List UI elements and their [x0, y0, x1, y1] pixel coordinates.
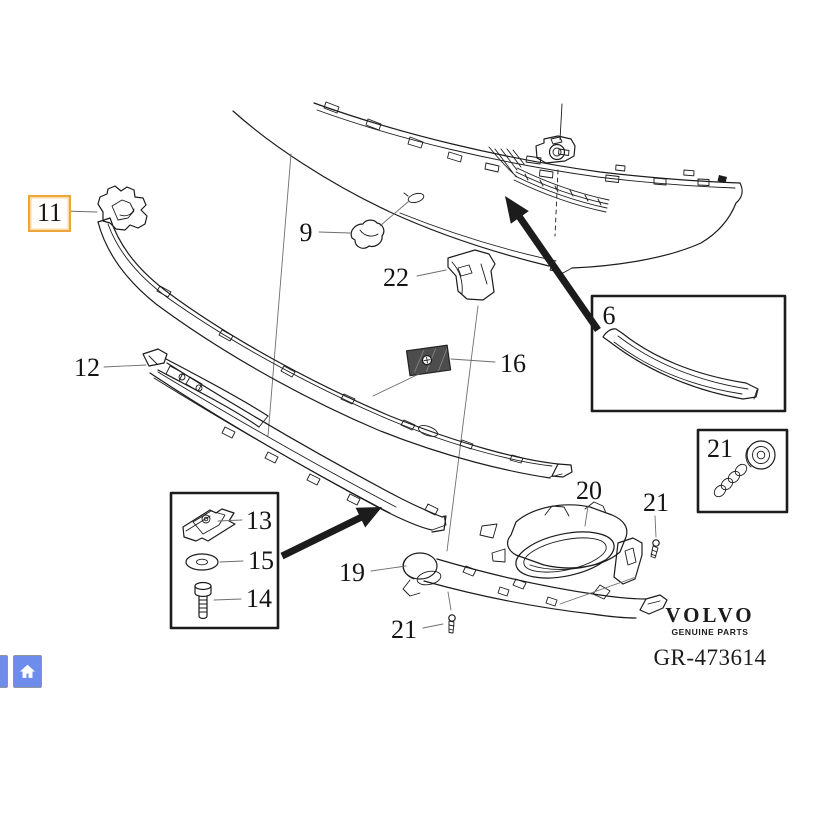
callout-14[interactable]: 14 — [246, 584, 272, 613]
callout-15[interactable]: 15 — [248, 546, 274, 575]
part-9-cap-drawing[interactable] — [318, 200, 410, 249]
part-16-mesh-drawing[interactable] — [372, 344, 496, 397]
part-12-reinforcement-drawing[interactable] — [103, 348, 447, 533]
part-21-screw-drawing[interactable] — [712, 440, 776, 499]
callout-20[interactable]: 20 — [576, 476, 602, 505]
nav-button-partial[interactable] — [0, 655, 8, 688]
home-button[interactable] — [13, 655, 42, 688]
legend-box-21 — [696, 428, 789, 514]
part-19-bracket-drawing[interactable] — [370, 552, 668, 619]
part-21-screw-right-drawing[interactable] — [650, 515, 660, 559]
part-15-washer-drawing[interactable] — [185, 553, 219, 571]
callout-12[interactable]: 12 — [74, 353, 100, 382]
arrow-box6-to-bumper — [505, 196, 601, 332]
mounting-clip-drawing — [535, 103, 576, 237]
leader-bracket22-to-bracket19 — [446, 305, 479, 552]
home-icon — [19, 664, 36, 678]
callout-11[interactable]: 11 — [28, 195, 72, 232]
callout-22[interactable]: 22 — [383, 263, 409, 292]
leader-bumper-to-spoiler — [267, 153, 292, 437]
legend-box-6 — [590, 294, 787, 413]
callout-9[interactable]: 9 — [299, 218, 313, 247]
drawing-number: GR-473614 — [653, 645, 767, 671]
callout-21-bottom[interactable]: 21 — [391, 615, 417, 644]
part-20-fog-lamp-drawing[interactable] — [479, 501, 643, 605]
arrow-box13-to-strip — [280, 507, 382, 560]
part-6-trim-strip-drawing[interactable] — [602, 328, 759, 400]
genuine-parts-tagline: GENUINE PARTS — [671, 627, 749, 638]
part-14-screw-drawing[interactable] — [194, 581, 212, 620]
callout-21-box[interactable]: 21 — [707, 434, 733, 463]
callout-21-right[interactable]: 21 — [643, 488, 669, 517]
part-21-screw-bottom-drawing[interactable] — [422, 591, 456, 634]
legend-box-fasteners — [169, 491, 280, 630]
bumper-cover-drawing — [232, 101, 743, 274]
callout-19[interactable]: 19 — [339, 558, 365, 587]
callout-13[interactable]: 13 — [246, 506, 272, 535]
volvo-logo: VOLVO — [665, 603, 755, 627]
callout-6[interactable]: 6 — [602, 301, 616, 330]
part-13-clip-nut-drawing[interactable] — [182, 508, 236, 542]
callout-16[interactable]: 16 — [500, 349, 526, 378]
part-11-spoiler-drawing[interactable] — [97, 185, 573, 479]
branding-block: VOLVO GENUINE PARTS GR-473614 — [652, 603, 768, 671]
part-22-bracket-drawing[interactable] — [416, 249, 496, 301]
